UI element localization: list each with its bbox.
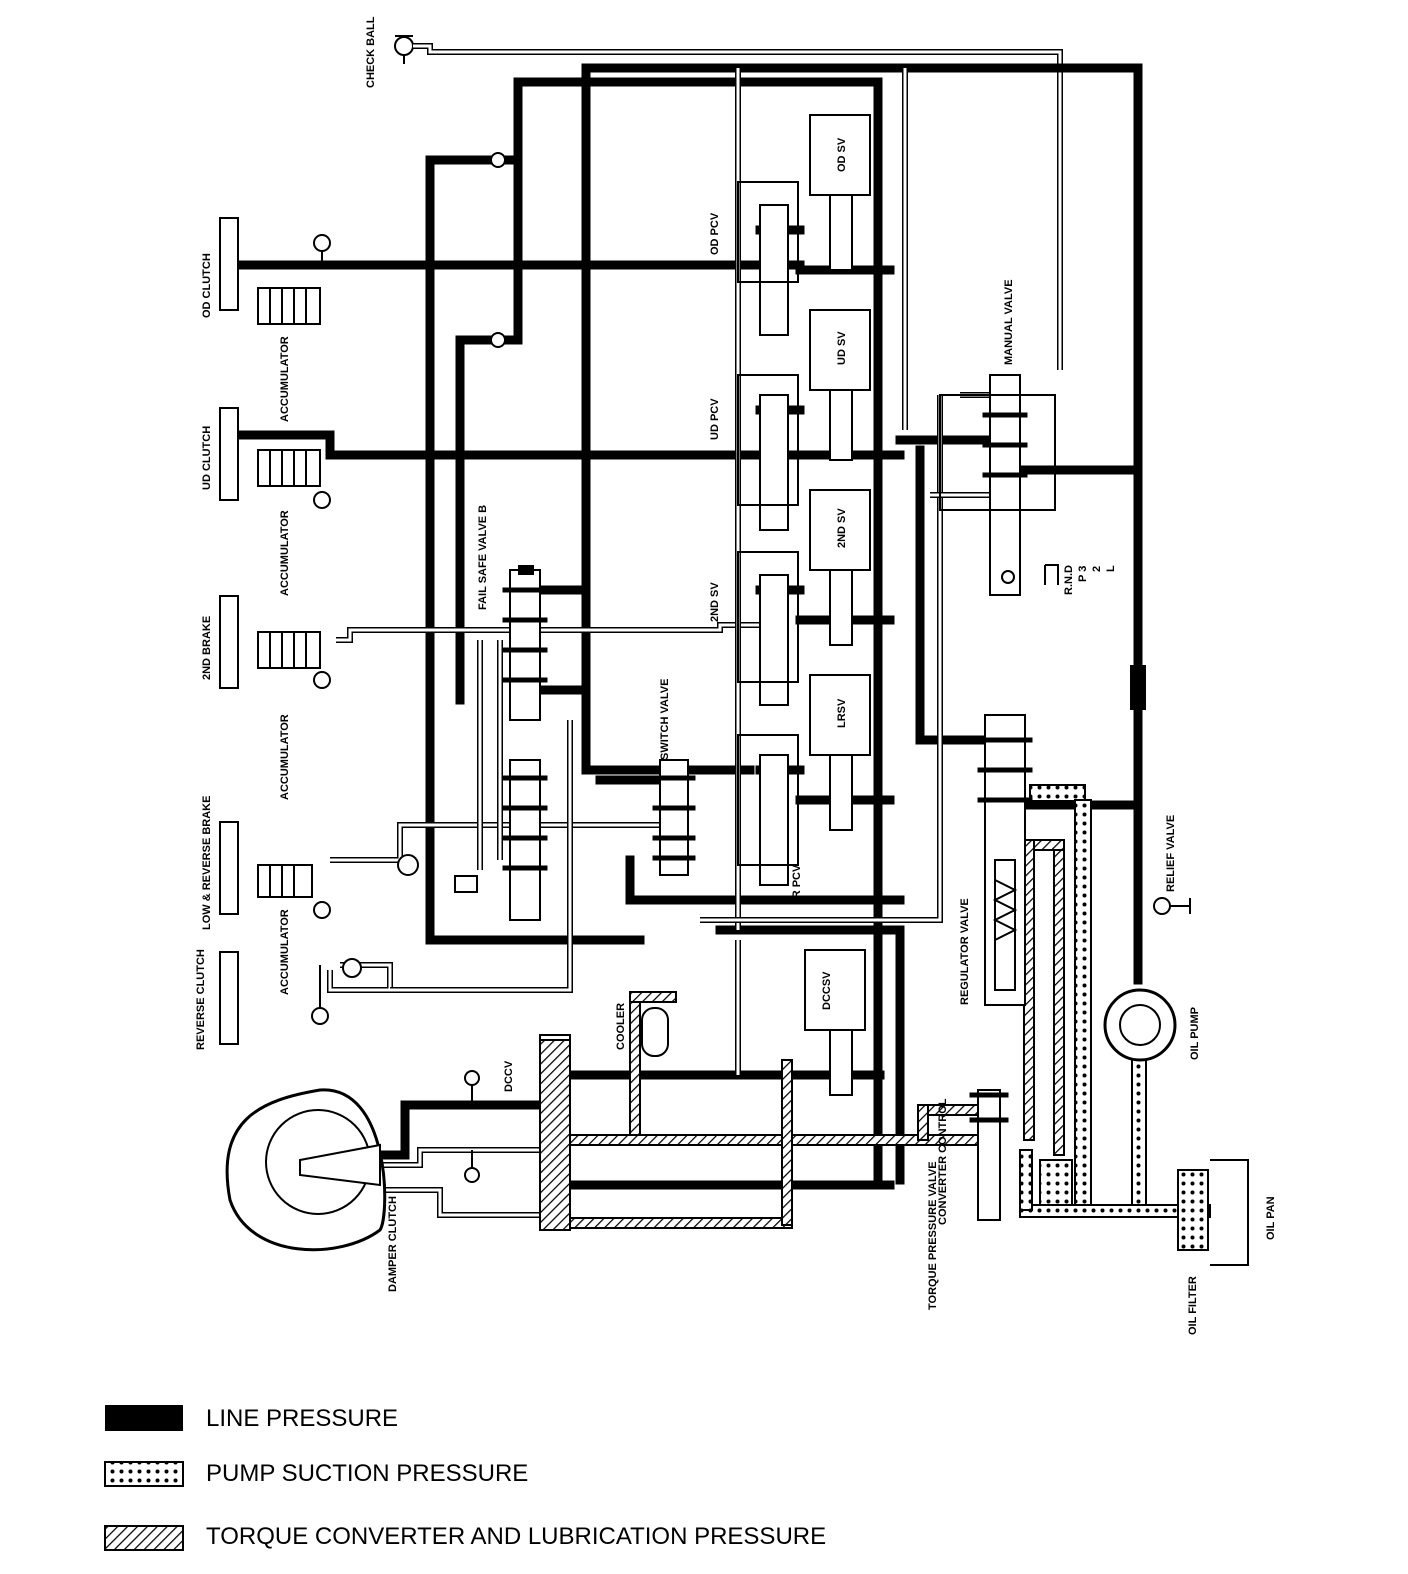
reverse-clutch-label: REVERSE CLUTCH (195, 949, 207, 1050)
accumulator-reverse (311, 958, 362, 1025)
range-l-label: L (1105, 565, 1117, 572)
dccsv-body (804, 949, 866, 1031)
legend-torque-converter-label: TORQUE CONVERTER AND LUBRICATION PRESSUR… (206, 1523, 826, 1550)
legend-line-pressure-label: LINE PRESSURE (206, 1405, 398, 1432)
od-clutch-block (219, 217, 239, 311)
manual-valve-label: MANUAL VALVE (1003, 279, 1015, 365)
switch-valve-body (652, 759, 696, 876)
dccv-body (464, 1034, 571, 1231)
legend-pump-suction-swatch (104, 1461, 184, 1487)
ud-pcv-label: UD PCV (709, 398, 721, 440)
od-sv-body (809, 114, 871, 196)
od-pcv-label: OD PCV (709, 212, 721, 255)
check-ball-group (394, 35, 1063, 370)
fail-safe-valve-lower-body (454, 759, 548, 921)
reverse-clutch-block (219, 951, 239, 1045)
legend-line-pressure-swatch (105, 1405, 183, 1431)
second-sv-valve-body (759, 574, 789, 706)
lr-pcv-label: LR PCV (791, 864, 803, 905)
oil-filter-label: OIL FILTER (1187, 1276, 1199, 1335)
regulator-valve-label: REGULATOR VALVE (959, 898, 971, 1005)
check-ball-label: CHECK BALL (365, 16, 377, 88)
second-brake-label: 2ND BRAKE (201, 616, 213, 680)
oil-pump-icon (1103, 988, 1177, 1062)
torque-pressure-valve-label: TORQUE PRESSURE VALVE (927, 1161, 939, 1310)
cooler-icon (641, 1007, 669, 1057)
ud-pcv-body (759, 394, 789, 531)
relief-valve-label: RELIEF VALVE (1165, 815, 1177, 892)
lrsv-body (809, 674, 871, 756)
manual-valve-body (939, 374, 1059, 596)
oil-pan-icon (1210, 1159, 1249, 1266)
oil-pan-label: OIL PAN (1265, 1196, 1277, 1240)
dccsv-label: DCCSV (821, 971, 833, 1010)
accumulator-label-4: ACCUMULATOR (279, 909, 291, 995)
clutch-blocks (219, 217, 239, 1045)
check-ball-icon (394, 36, 414, 56)
range-r-n-d-label: R.N.D (1063, 565, 1075, 595)
range-2-label: 2 (1091, 566, 1103, 572)
legend-torque-converter-swatch (104, 1525, 184, 1551)
converter-control-label: CONVERTER CONTROL (937, 1098, 949, 1225)
check-ball-low-reverse-icon (397, 854, 419, 876)
accumulator-label-2: ACCUMULATOR (279, 510, 291, 596)
accumulator-od (257, 234, 331, 325)
lr-pcv-body (759, 754, 789, 886)
check-ball-middle-icon (490, 332, 506, 348)
accumulator-lr (257, 864, 331, 919)
regulator-valve-body (977, 714, 1033, 1006)
ud-clutch-label: UD CLUTCH (201, 426, 213, 490)
low-reverse-brake-label: LOW & REVERSE BRAKE (201, 796, 213, 930)
line-pressure-filter (1130, 665, 1146, 710)
oil-pump-label: OIL PUMP (1189, 1007, 1201, 1060)
accumulator-label-1: ACCUMULATOR (279, 336, 291, 422)
fail-safe-valve-b-body (502, 565, 548, 721)
labels: CHECK BALL OD CLUTCH UD CLUTCH 2ND BRAKE… (195, 16, 1277, 1335)
dccv-label: DCCV (503, 1060, 515, 1092)
pump-suction-passages (1019, 784, 1211, 1218)
od-clutch-label: OD CLUTCH (201, 253, 213, 318)
legend: LINE PRESSURE PUMP SUCTION PRESSURE TORQ… (104, 1405, 826, 1551)
lrsv-label: LRSV (836, 698, 848, 728)
accumulator-2nd (257, 631, 331, 689)
accumulators (257, 234, 362, 1025)
cooler-label: COOLER (615, 1003, 627, 1050)
switch-valve-label: SWITCH VALVE (659, 679, 671, 760)
second-sv-body (809, 489, 871, 571)
line-pressure-network (235, 63, 1146, 1190)
damper-clutch-label: DAMPER CLUTCH (387, 1196, 399, 1292)
accumulator-label-3: ACCUMULATOR (279, 714, 291, 800)
ud-sv-body (809, 309, 871, 391)
solenoid-valves (737, 114, 871, 1096)
legend-pump-suction-label: PUMP SUCTION PRESSURE (206, 1460, 528, 1487)
second-sv-label: 2ND SV (836, 508, 848, 548)
torque-pressure-valve-body (969, 1089, 1009, 1221)
ud-clutch-block (219, 407, 239, 501)
low-reverse-brake-block (219, 821, 239, 915)
range-p3-label: P 3 (1077, 566, 1089, 582)
torque-converter-icon (225, 1088, 387, 1252)
fail-safe-valve-b-label: FAIL SAFE VALVE B (477, 505, 489, 610)
second-sv-valve-label: 2ND SV (709, 582, 721, 622)
check-ball-upper-icon (490, 152, 506, 168)
second-brake-block (219, 595, 239, 689)
oil-filter-icon (1177, 1169, 1209, 1251)
lubrication-passages (539, 839, 1065, 1231)
od-sv-label: OD SV (836, 137, 848, 172)
relief-valve-icon (1153, 897, 1171, 915)
ud-sv-label: UD SV (836, 331, 848, 365)
accumulator-ud (257, 449, 331, 509)
od-pcv-body (759, 204, 789, 336)
